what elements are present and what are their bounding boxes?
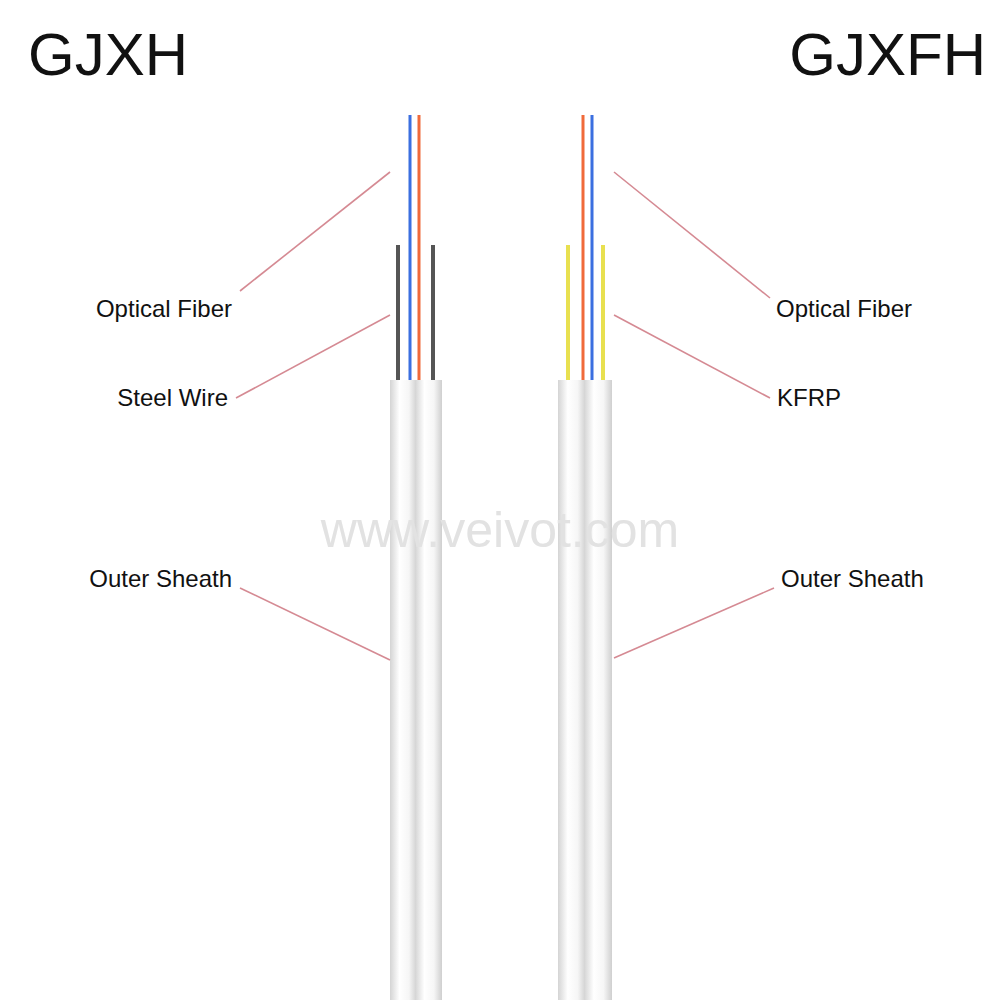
outer-sheath <box>584 380 612 1000</box>
leader-line <box>614 588 774 658</box>
outer-sheath <box>415 380 442 1000</box>
optical-fiber <box>591 115 594 382</box>
watermark: www.veivot.com <box>321 505 679 555</box>
optical-fiber <box>582 115 585 382</box>
part-label: KFRP <box>777 386 841 410</box>
gjxh-cable <box>390 115 442 1000</box>
cable-type-title: GJXH <box>28 25 188 85</box>
leader-line <box>236 315 390 398</box>
leader-line <box>240 172 390 291</box>
leader-line <box>614 172 770 298</box>
kfrp-member <box>601 245 605 382</box>
outer-sheath <box>558 380 586 1000</box>
cable-type-title: GJXFH <box>789 25 986 85</box>
optical-fiber <box>418 115 421 382</box>
optical-fiber <box>409 115 412 382</box>
part-label: Outer Sheath <box>89 567 232 591</box>
outer-sheath <box>390 380 417 1000</box>
part-label: Optical Fiber <box>96 297 232 321</box>
leader-line <box>614 315 770 398</box>
leader-line <box>240 588 390 660</box>
steel-wire <box>431 245 435 382</box>
part-label: Outer Sheath <box>781 567 924 591</box>
leader-lines <box>236 172 774 660</box>
part-label: Optical Fiber <box>776 297 912 321</box>
kfrp-member <box>566 245 570 382</box>
steel-wire <box>396 245 400 382</box>
gjxfh-cable <box>558 115 612 1000</box>
part-label: Steel Wire <box>117 386 228 410</box>
